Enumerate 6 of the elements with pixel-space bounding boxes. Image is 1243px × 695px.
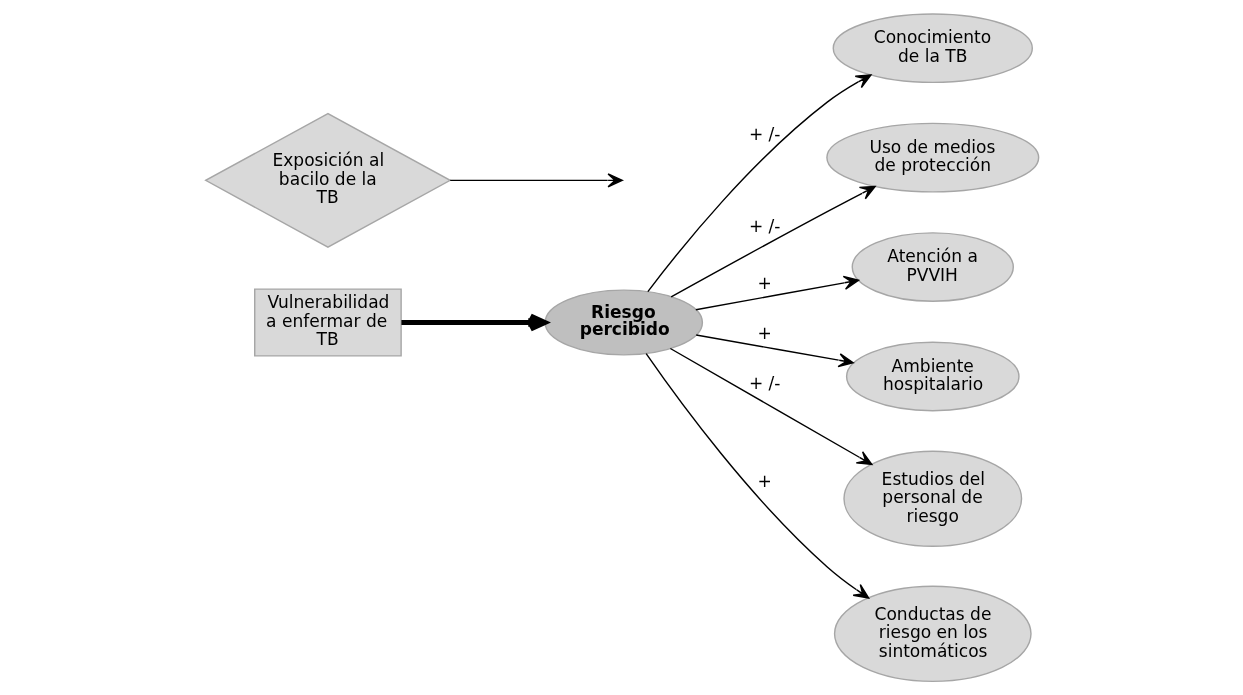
edge-label: + /- (748, 372, 781, 393)
edge-label: + (757, 273, 772, 294)
edge-label: + /- (748, 124, 781, 144)
edge-label: + /- (748, 216, 781, 237)
edge-label: + (757, 470, 772, 491)
edge-label: + (757, 322, 772, 343)
